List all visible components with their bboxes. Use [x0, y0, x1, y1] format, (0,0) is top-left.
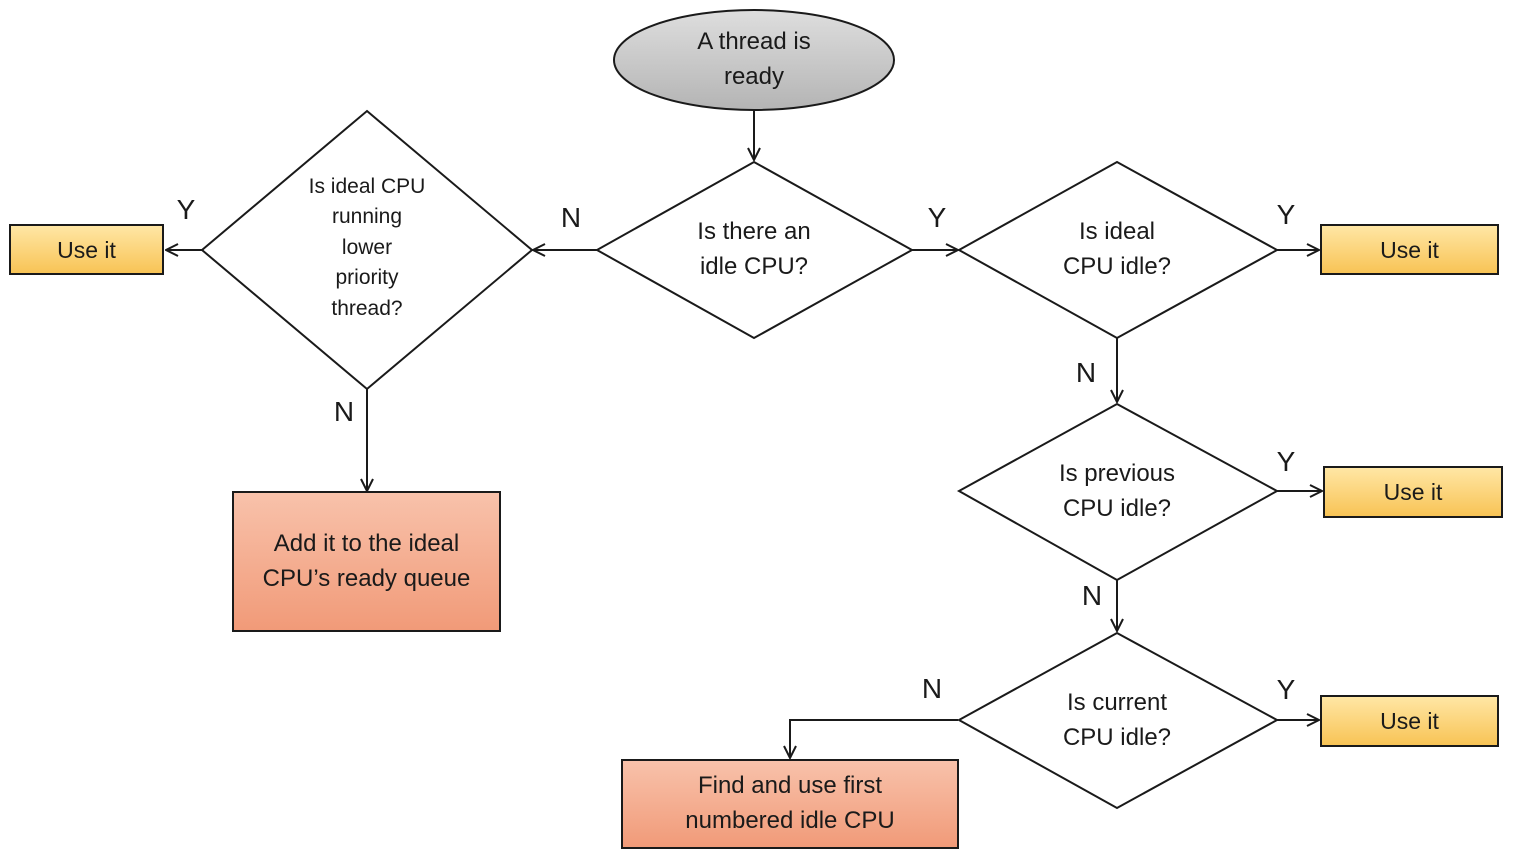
find-first-box: [621, 759, 959, 849]
decision-ideal-idle: [956, 160, 1280, 340]
add-queue-box: [232, 491, 501, 632]
use-it-box-ideal: [1320, 224, 1499, 275]
arrow-current-no: [790, 719, 958, 758]
use-it-box-previous: [1323, 466, 1503, 518]
decision-idle-cpu: [594, 160, 915, 340]
decision-lower-priority: [200, 109, 534, 391]
decision-current-idle: [956, 631, 1280, 810]
use-it-box-left: [9, 224, 164, 275]
decision-previous-idle: [956, 402, 1280, 582]
start-node: [613, 9, 895, 111]
use-it-box-current: [1320, 695, 1499, 747]
